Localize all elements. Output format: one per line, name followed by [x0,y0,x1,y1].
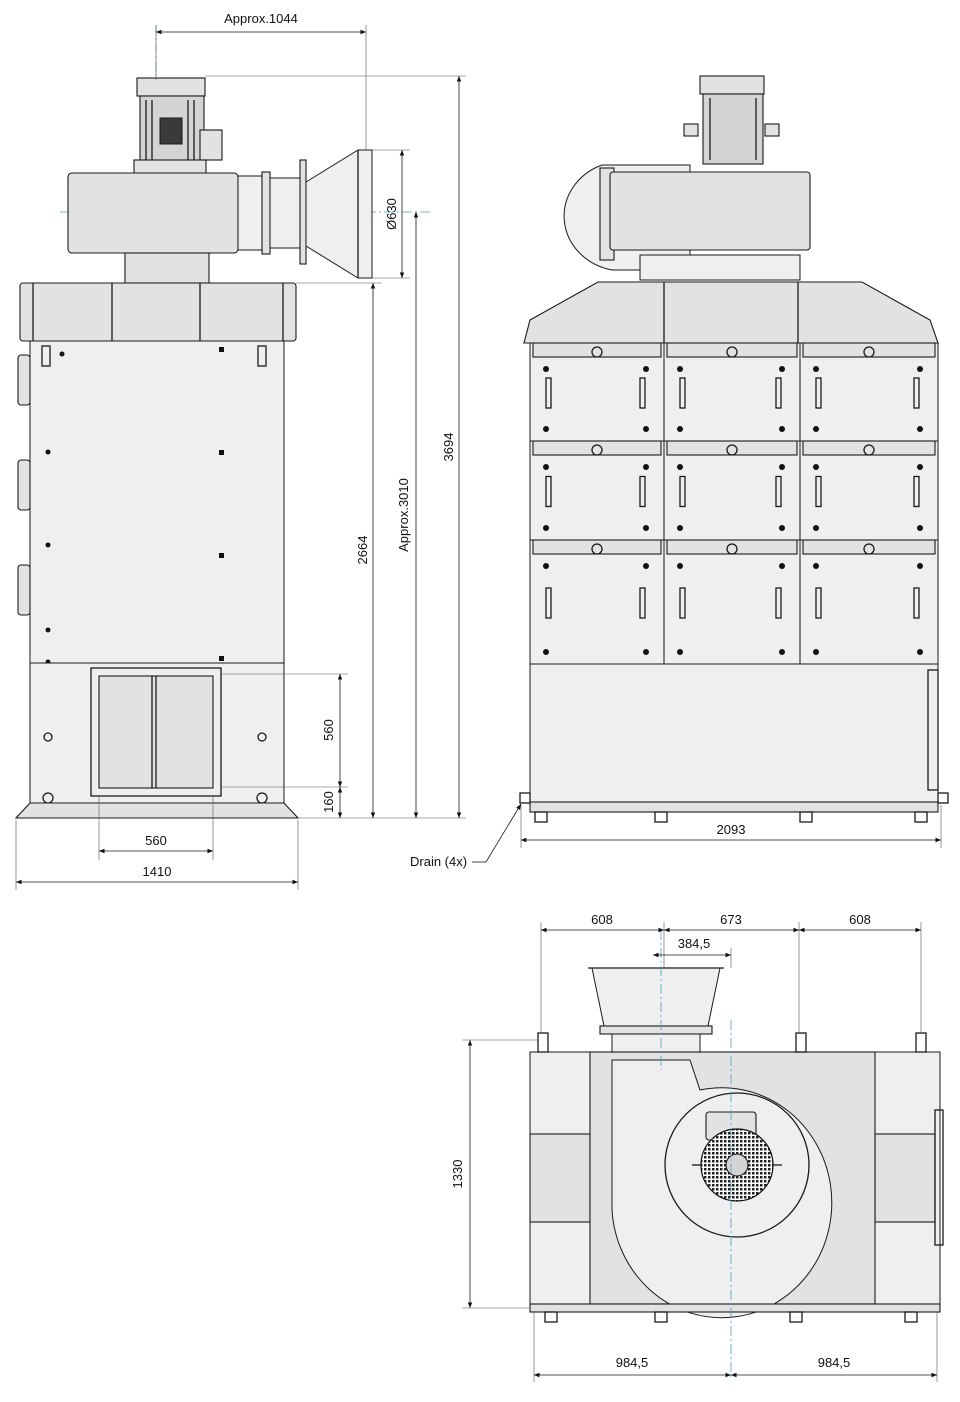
filter-module [529,440,665,541]
top-view: 608 673 608 384,5 1330 984,5 984,5 [450,912,944,1382]
dim-overall-height: 3694 [441,433,456,462]
top-inlet-hopper [591,967,721,1027]
module-handle[interactable] [913,587,920,619]
dim-outlet-offset: 384,5 [678,936,711,951]
dim-outlet-diameter: Ø630 [384,198,399,230]
front-view: Approx.1044 Ø630 3694 Approx.3010 2664 5… [14,11,466,890]
dim-top-right: 608 [849,912,871,927]
dim-inlet-bottom: 160 [321,791,336,813]
module-handle[interactable] [545,475,552,508]
side-view: 2093 Drain (4x) [410,75,949,869]
module-handle[interactable] [913,377,920,409]
side-motor-body [702,93,764,165]
outlet-cone [305,149,373,279]
filter-module [663,342,801,442]
dim-inlet-height: 560 [321,719,336,741]
base-plate [14,802,300,819]
filter-module [529,539,665,665]
dim-half-left: 984,5 [616,1355,649,1370]
fan-housing [67,172,239,254]
dim-cabinet-height: 2664 [355,536,370,565]
terminal-box [199,129,223,161]
module-handle[interactable] [775,377,782,409]
filter-module [799,342,939,442]
side-fan-housing [609,171,811,251]
filter-module [529,342,665,442]
filter-module [663,539,801,665]
module-handle[interactable] [815,475,822,508]
module-handle[interactable] [815,377,822,409]
filter-modules [529,342,939,665]
top-plenum [19,282,297,342]
dim-front-width: Approx.1044 [224,11,298,26]
module-handle[interactable] [545,377,552,409]
module-handle[interactable] [913,475,920,508]
module-handle[interactable] [679,377,686,409]
module-handle[interactable] [639,587,646,619]
module-handle[interactable] [679,475,686,508]
inlet-flange [90,667,222,797]
side-top-plenum [523,281,939,344]
dim-side-length: 2093 [717,822,746,837]
module-handle[interactable] [545,587,552,619]
module-handle[interactable] [815,587,822,619]
module-handle[interactable] [775,587,782,619]
dim-half-right: 984,5 [818,1355,851,1370]
filter-cabinet [29,340,285,664]
filter-module [799,440,939,541]
side-lower-hopper [529,663,939,803]
module-handle[interactable] [639,475,646,508]
dim-outlet-height: Approx.3010 [396,478,411,552]
dim-top-middle: 673 [720,912,742,927]
module-handle[interactable] [639,377,646,409]
dim-top-depth: 1330 [450,1160,465,1189]
filter-module [799,539,939,665]
fan-neck [124,252,210,284]
filter-module [663,440,801,541]
module-handle[interactable] [679,587,686,619]
motor-cap [136,77,206,97]
dim-base-width: 1410 [143,864,172,879]
drain-note: Drain (4x) [410,854,467,869]
module-handle[interactable] [775,475,782,508]
dim-top-left: 608 [591,912,613,927]
dim-inlet-width: 560 [145,833,167,848]
